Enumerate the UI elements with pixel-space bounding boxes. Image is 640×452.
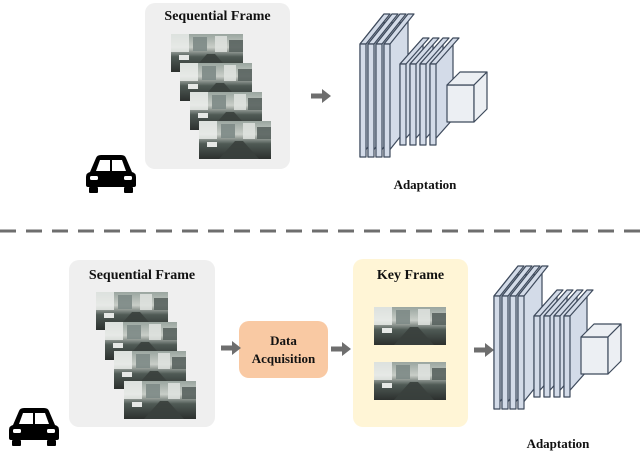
frame-image [199,121,271,159]
network-icon [359,13,488,158]
car-icon [9,408,59,446]
top-adaptation-caption: Adaptation [393,177,457,192]
arrow-icon [311,89,331,103]
key-frame-images [374,307,446,400]
data-acquisition-line2: Acquisition [251,350,316,366]
top-frame-stack [171,34,271,159]
frame-image [124,381,196,419]
arrow-icon [221,341,241,355]
bottom-adaptation-caption: Adaptation [526,436,590,451]
bottom-frame-stack [96,292,196,419]
arrow-icon [474,343,494,357]
data-acquisition-line1: Data [270,332,297,348]
key-frame-title: Key Frame [376,268,445,283]
top-sequential-frame-title: Sequential Frame [164,9,271,24]
data-acquisition-box: Data Acquisition [239,321,328,378]
frame-image [374,307,446,345]
arrow-icon [331,342,351,356]
frame-image [374,362,446,400]
bottom-sequential-frame-title: Sequential Frame [88,268,196,283]
car-icon [86,155,136,193]
network-icon [493,265,622,410]
